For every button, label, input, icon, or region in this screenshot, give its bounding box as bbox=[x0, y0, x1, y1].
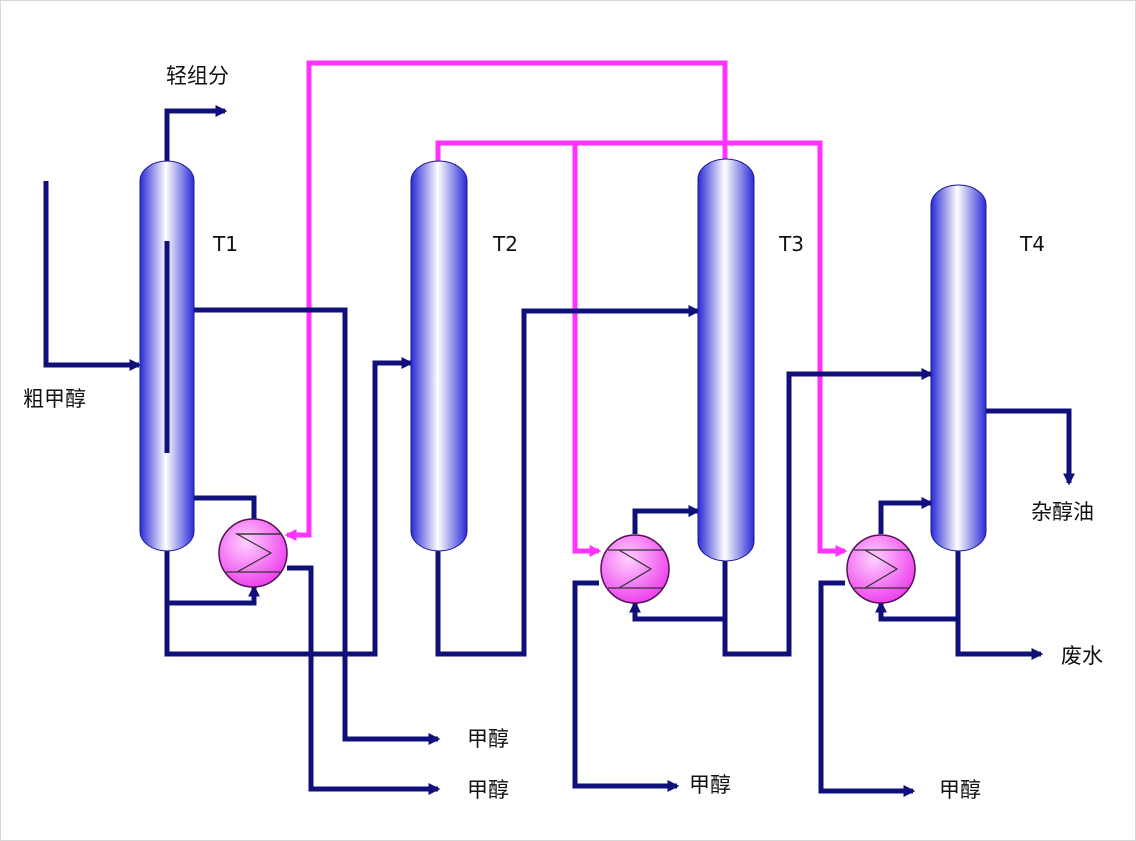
column-t3 bbox=[697, 158, 755, 562]
heat-lines bbox=[284, 60, 848, 557]
line-t1-side-methanol bbox=[193, 307, 441, 745]
line-t4-fusel-oil bbox=[986, 408, 1075, 486]
line-e2-methanol bbox=[572, 580, 680, 792]
stream-label-methanol-1: 甲醇 bbox=[467, 727, 509, 751]
column-tag-t2: T2 bbox=[492, 232, 518, 256]
line-t1-bottom-to-e1 bbox=[164, 549, 260, 606]
stream-label-crude-methanol: 粗甲醇 bbox=[23, 387, 86, 411]
line-t4-bottom-to-e3 bbox=[875, 549, 961, 622]
column-t1 bbox=[139, 160, 195, 552]
line-t4-waste-water bbox=[955, 619, 1044, 660]
reboiler-icon bbox=[846, 534, 916, 604]
line-e3-methanol bbox=[818, 580, 916, 797]
column-tag-t3: T3 bbox=[778, 232, 804, 256]
stream-label-methanol-2: 甲醇 bbox=[467, 778, 509, 802]
stream-label-light-ends: 轻组分 bbox=[166, 64, 229, 88]
line-t2-bottom-to-t3 bbox=[435, 305, 701, 657]
reboiler-icon bbox=[218, 518, 288, 588]
heat-line-to-e3 bbox=[575, 140, 848, 557]
process-lines bbox=[43, 105, 1075, 797]
line-e1-methanol bbox=[287, 565, 441, 795]
stream-label-methanol-3: 甲醇 bbox=[689, 773, 731, 797]
line-t3-bottom-to-t4 bbox=[722, 368, 934, 657]
line-e1-return-t1 bbox=[182, 492, 257, 519]
stream-label-waste-water: 废水 bbox=[1061, 644, 1103, 668]
line-t3-bottom-to-e2 bbox=[629, 559, 728, 622]
heat-line-t3-overhead-to-e1 bbox=[284, 60, 728, 541]
column-tag-t4: T4 bbox=[1019, 232, 1045, 256]
line-crude-feed bbox=[43, 181, 142, 371]
stream-label-methanol-4: 甲醇 bbox=[939, 778, 981, 802]
column-t4 bbox=[930, 184, 987, 552]
line-e3-return-t4 bbox=[878, 497, 934, 534]
column-tag-t1: T1 bbox=[212, 232, 238, 256]
reboiler-icon bbox=[600, 534, 670, 604]
stream-label-fusel-oil: 杂醇油 bbox=[1031, 500, 1094, 524]
line-t1-light-ends bbox=[164, 105, 228, 163]
line-t1-bottom-to-t2 bbox=[164, 357, 414, 657]
line-e2-return-t3 bbox=[632, 505, 701, 534]
column-t2 bbox=[410, 160, 468, 552]
